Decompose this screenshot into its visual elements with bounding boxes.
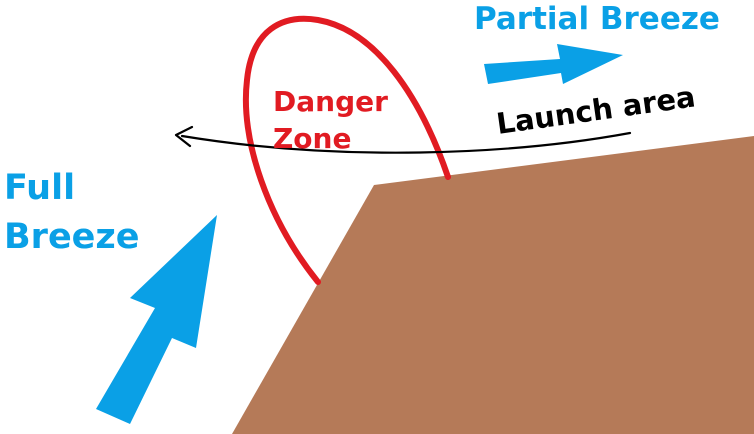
danger-zone-label-line1: Danger xyxy=(273,85,388,118)
partial-breeze-arrow xyxy=(484,44,623,84)
full-breeze-label-line2: Breeze xyxy=(4,217,140,257)
hillside xyxy=(232,136,754,434)
partial-breeze-label: Partial Breeze xyxy=(474,1,720,37)
flight-path-line xyxy=(180,131,632,154)
launch-area-label: Launch area xyxy=(494,79,697,141)
danger-zone-outline xyxy=(243,15,451,285)
full-breeze-label-line1: Full xyxy=(4,168,75,208)
flight-path-arrowhead xyxy=(174,125,194,148)
full-breeze-arrow xyxy=(96,215,217,424)
danger-zone-label-line2: Zone xyxy=(273,122,351,155)
